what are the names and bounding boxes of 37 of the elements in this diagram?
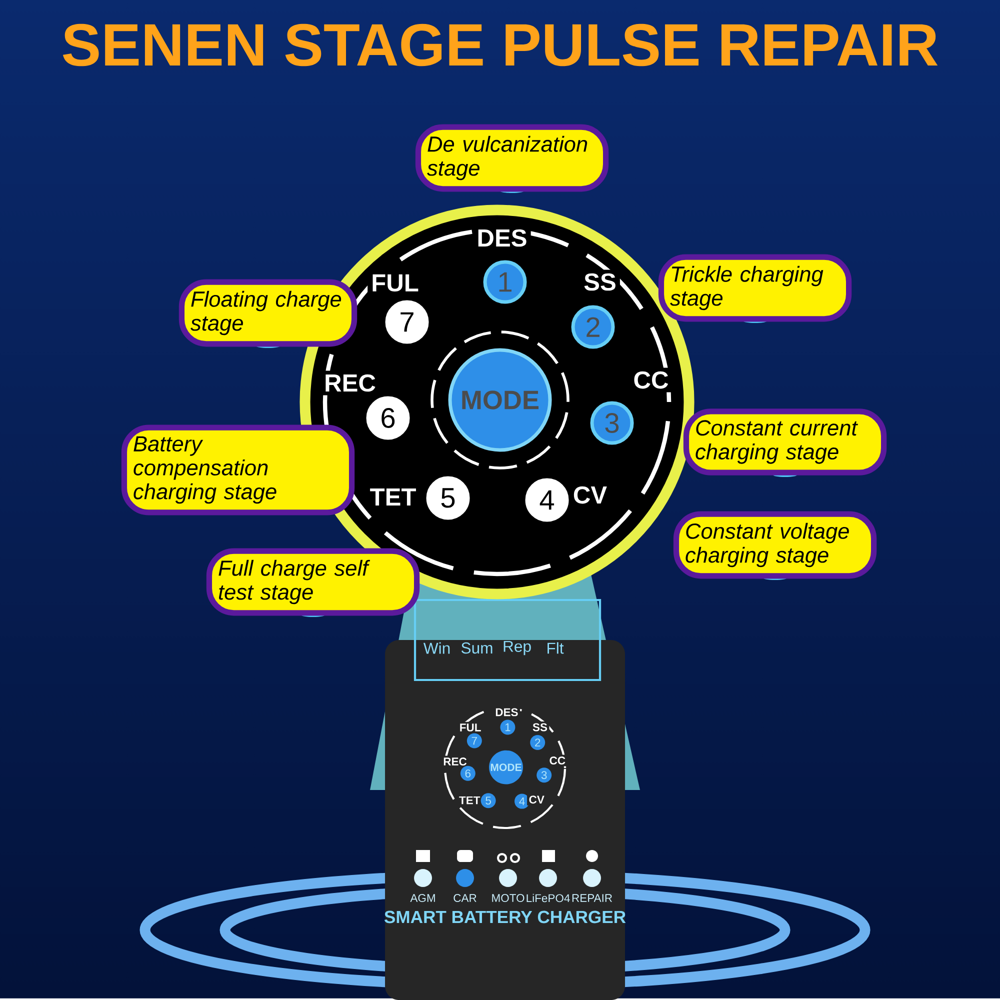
battery-type-label: LiFePO4 [526,894,570,902]
screen-label: Flt [548,642,564,654]
stage-abbreviation: TET [366,485,420,509]
callout-box: Constant current charging stage [683,408,887,476]
mode-button: MODE [489,750,524,784]
title: SENEN STAGE PULSE REPAIR [62,24,938,66]
callout-box: Full charge self test stage [206,548,420,616]
charger-caption: SMART BATTERY CHARGER [384,910,626,924]
mode-button: MODE [448,348,552,452]
indicator-light: 1 [500,720,516,735]
indicator-light: 6 [460,766,476,781]
stage-abbreviation: FUL [368,270,422,296]
callout-box: Battery compensation charging stage [121,424,355,516]
stage-abbreviation: CC [548,754,568,766]
battery-type-label: CAR [454,894,476,902]
screen-label: Win [423,642,450,654]
battery-type-label: AGM [410,894,435,902]
indicator-light: 2 [530,735,546,750]
stage-abbreviation: CC [630,368,672,392]
callout-box: Floating charge stage [178,279,358,347]
indicator-light: 7 [466,733,482,748]
battery-type-label: MOTO [492,894,524,902]
screen-label: Sum [461,642,492,654]
screen-label: Rep [504,640,531,656]
indicator-light: 3 [536,768,552,783]
stage-abbreviation: FUL [458,722,483,734]
indicator-light: 5 [480,793,496,808]
battery-type-label: REPAIR [572,894,612,902]
stage-abbreviation: REC [320,370,380,396]
callout-box: De vulcanization stage [415,124,609,192]
callout-box: Trickle charging stage [658,254,852,322]
stage-abbreviation: DES [473,226,531,250]
callout-box: Constant voltage charging stage [673,511,877,579]
stage-abbreviation: CV [527,794,546,806]
stage-abbreviation: TET [457,794,482,806]
stage-abbreviation: CV [569,482,611,508]
stage-abbreviation: SS [580,270,620,294]
